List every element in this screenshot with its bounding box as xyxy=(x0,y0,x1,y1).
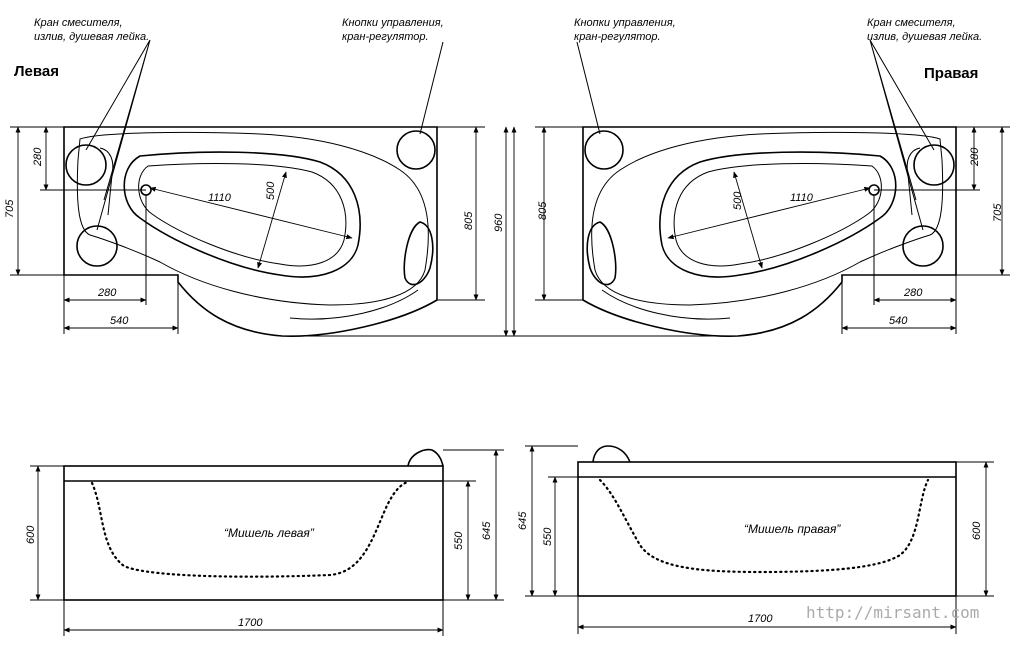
plan-left-dim-280v: 280 xyxy=(32,147,44,167)
plan-right-controls-circle xyxy=(584,130,624,170)
plan-left-basin xyxy=(123,151,361,278)
elevation-left-dim-645: 645 xyxy=(481,521,493,540)
controls-note-left-line1: Кнопки управления, xyxy=(342,17,444,29)
plan-right-dim-500: 500 xyxy=(732,191,744,210)
plan-right-dim-705: 705 xyxy=(992,203,1004,222)
plan-right-basin-inner xyxy=(673,163,882,267)
plan-left-sweep xyxy=(289,289,419,320)
model-right-label: “Мишель правая” xyxy=(744,522,841,536)
plan-left-leader-faucet xyxy=(85,39,151,231)
faucet-note-left-line2: излив, душевая лейка. xyxy=(34,31,149,43)
controls-note-right-line2: кран-регулятор. xyxy=(574,31,661,43)
plan-right-sweep xyxy=(601,289,731,320)
faucet-note-left-line1: Кран смесителя, xyxy=(34,17,123,29)
elevation-right-basin-profile xyxy=(598,478,930,574)
elevation-right-outline xyxy=(577,461,957,597)
left-title: Левая xyxy=(14,63,59,80)
elevation-right-dim-550: 550 xyxy=(542,527,554,546)
elevation-left-dim-600: 600 xyxy=(25,525,37,544)
faucet-note-right-line1: Кран смесителя, xyxy=(867,17,956,29)
plan-right-basin xyxy=(659,151,897,278)
plan-left-dim-280h: 280 xyxy=(97,287,117,299)
elevation-right-headrest xyxy=(592,445,631,463)
plan-left-dim-540: 540 xyxy=(110,315,129,327)
plan-left-outline xyxy=(63,126,438,337)
elevation-left-basin-profile xyxy=(90,480,410,578)
elevation-left-outline xyxy=(63,465,444,601)
plan-left-dim-705: 705 xyxy=(4,199,16,218)
plan-right-faucet-circle-top xyxy=(913,144,955,186)
controls-note-right-line1: Кнопки управления, xyxy=(574,17,676,29)
plan-left xyxy=(10,39,516,337)
plan-right-leader-faucet xyxy=(869,39,935,231)
elevation-right-dim-1700: 1700 xyxy=(748,613,773,625)
plan-right-headrest xyxy=(586,221,617,286)
plan-left-dim-1110: 1110 xyxy=(208,192,232,204)
plan-right-dim-280h: 280 xyxy=(903,287,923,299)
plan-left-dim-1110-line xyxy=(149,186,353,240)
elevation-left xyxy=(30,448,504,636)
plan-left-dim-500-line xyxy=(257,171,287,269)
elevation-left-dim-550: 550 xyxy=(453,531,465,550)
plan-right-rim-inner xyxy=(591,131,944,306)
plan-left-dim-960: 960 xyxy=(493,213,505,232)
plan-left-faucet-circle-bottom xyxy=(76,225,118,267)
elevation-right-dim-600: 600 xyxy=(971,521,983,540)
plan-left-basin-inner xyxy=(138,163,347,267)
plan-right xyxy=(504,39,1010,337)
plan-right-faucet-circle-bottom xyxy=(902,225,944,267)
right-title: Правая xyxy=(924,65,978,82)
plan-right-dim-500-line xyxy=(733,171,763,269)
plan-left-rim-inner xyxy=(76,131,429,306)
controls-note-left-line2: кран-регулятор. xyxy=(342,31,429,43)
plan-left-dim-500: 500 xyxy=(265,181,277,200)
watermark-url: http://mirsant.com xyxy=(806,603,979,622)
plan-left-headrest xyxy=(403,221,434,286)
plan-right-dim-805: 805 xyxy=(537,201,549,220)
elevation-right-dim-645: 645 xyxy=(517,511,529,530)
faucet-note-right-line2: излив, душевая лейка. xyxy=(867,31,982,43)
plan-right-dim-280v: 280 xyxy=(969,147,981,167)
plan-right-dim-1110: 1110 xyxy=(790,192,814,204)
elevation-left-headrest xyxy=(407,448,444,467)
elevation-right xyxy=(525,445,994,634)
plan-left-controls-circle xyxy=(396,130,436,170)
plan-left-leader-controls xyxy=(419,41,444,135)
plan-right-dim-540: 540 xyxy=(889,315,908,327)
plan-left-faucet-circle-top xyxy=(65,144,107,186)
elevation-left-dim-1700: 1700 xyxy=(238,617,263,629)
plan-right-outline xyxy=(582,126,957,337)
plan-right-leader-controls xyxy=(576,41,601,135)
model-left-label: “Мишель левая” xyxy=(224,526,315,540)
plan-left-dim-805: 805 xyxy=(463,211,475,230)
plan-right-dim-1110-line xyxy=(667,186,871,240)
